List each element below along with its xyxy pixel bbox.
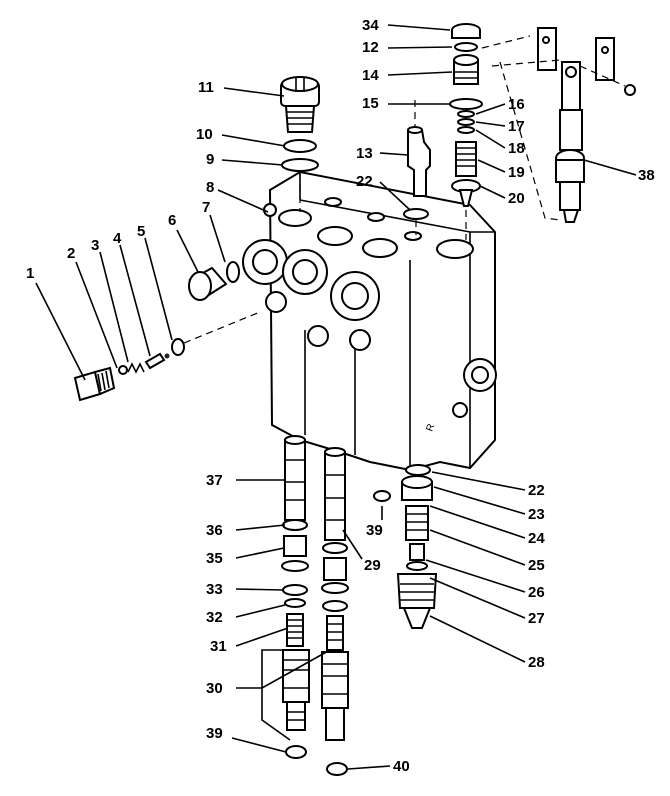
- callout-35: 35: [206, 550, 223, 567]
- callout-6: 6: [168, 212, 176, 229]
- callout-31: 31: [210, 638, 227, 655]
- callout-15: 15: [362, 95, 379, 112]
- middle-spool-assembly: [321, 447, 349, 776]
- callout-12: 12: [362, 39, 379, 56]
- callout-38: 38: [638, 167, 655, 184]
- callout-1: 1: [26, 265, 34, 282]
- right-cartridge-assembly: [373, 464, 438, 629]
- callout-19: 19: [508, 164, 525, 181]
- callout-5: 5: [137, 223, 145, 240]
- callout-16: 16: [508, 96, 525, 113]
- callout-33: 33: [206, 581, 223, 598]
- callout-4: 4: [113, 230, 122, 247]
- top-left-cap: [280, 76, 320, 212]
- callout-10: 10: [196, 126, 213, 143]
- callout-40: 40: [393, 758, 410, 775]
- valve-body: R: [242, 170, 497, 472]
- callout-9: 9: [206, 151, 214, 168]
- relief-plug-assembly: [73, 311, 261, 402]
- callout-17: 17: [508, 118, 525, 135]
- callout-24: 24: [528, 530, 545, 547]
- callout-34: 34: [362, 17, 379, 34]
- callout-27: 27: [528, 610, 545, 627]
- callout-2: 2: [67, 245, 75, 262]
- callout-32: 32: [206, 609, 223, 626]
- callout-39-middle: 39: [366, 522, 383, 539]
- callout-36: 36: [206, 522, 223, 539]
- callout-20: 20: [508, 190, 525, 207]
- callout-7: 7: [202, 199, 210, 216]
- callout-28: 28: [528, 654, 545, 671]
- callout-14: 14: [362, 67, 379, 84]
- callout-30: 30: [206, 680, 223, 697]
- leader-lines: [35, 24, 637, 770]
- callout-11: 11: [198, 79, 214, 96]
- svg-text:R: R: [424, 422, 437, 433]
- left-spool-assembly: [281, 435, 310, 759]
- callout-8: 8: [206, 179, 214, 196]
- callout-25: 25: [528, 557, 545, 574]
- callout-13: 13: [356, 145, 373, 162]
- callout-22-bottom: 22: [528, 482, 545, 499]
- callout-22-top: 22: [356, 173, 373, 190]
- side-plug: [188, 261, 240, 301]
- callout-39-bottom: 39: [206, 725, 223, 742]
- callout-29: 29: [364, 557, 381, 574]
- callout-18: 18: [508, 140, 525, 157]
- callout-26: 26: [528, 584, 545, 601]
- callout-labels: 1 2 3 4 5 6 7 8 9 10 11 12 13 14 15 16 1…: [26, 17, 655, 775]
- callout-3: 3: [91, 237, 99, 254]
- callout-23: 23: [528, 506, 545, 523]
- linkage-38: [481, 27, 636, 223]
- callout-37: 37: [206, 472, 223, 489]
